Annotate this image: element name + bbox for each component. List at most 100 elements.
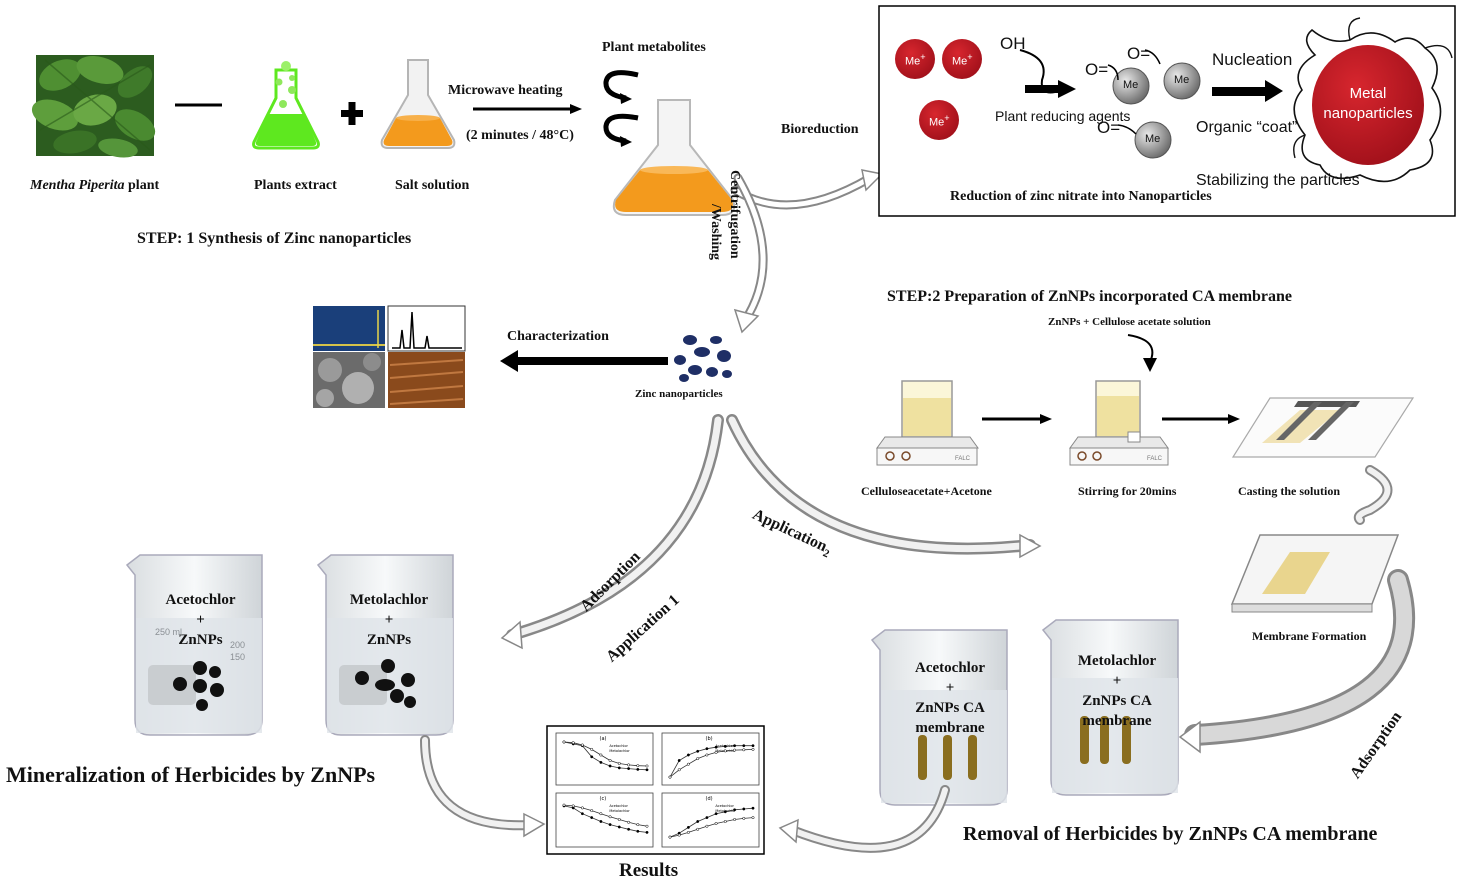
- result-series-point: [696, 820, 700, 823]
- plant-label: Mentha Piperita plant: [30, 178, 159, 194]
- result-series-point: [677, 833, 681, 837]
- result-series-point: [627, 763, 631, 767]
- result-series-point: [714, 750, 718, 754]
- result-series-point: [580, 806, 584, 810]
- result-series-line: [669, 745, 753, 778]
- result-series-point: [714, 822, 718, 825]
- beaker-1-label: Acetochlor+ZnNPs: [165, 592, 236, 648]
- result-series-point: [627, 767, 631, 771]
- reducing-agents-label: Plant reducing agents: [995, 108, 1131, 124]
- result-series-point: [733, 744, 737, 748]
- me-label-1: Me: [1123, 79, 1139, 91]
- result-series-line: [563, 804, 648, 827]
- result-series-point: [677, 759, 681, 762]
- result-series-point: [742, 744, 746, 748]
- metal-nanoparticle: [1293, 17, 1453, 183]
- reduction-caption: Reduction of zinc nitrate into Nanoparti…: [950, 189, 1212, 204]
- result-series-point: [742, 816, 746, 820]
- result-series-point: [696, 749, 700, 753]
- reduced-metal-spheres: [1107, 49, 1201, 159]
- result-series-point: [608, 815, 612, 819]
- result-series-point: [590, 747, 594, 751]
- result-series-point: [714, 745, 718, 749]
- arrow-application-1: [506, 414, 724, 641]
- result-series-point: [645, 764, 649, 768]
- result-series-point: [705, 824, 709, 828]
- oxo-label-1: O=: [1085, 60, 1109, 79]
- washing-label: /Washing: [708, 204, 723, 261]
- microwave-conditions: (2 minutes / 48°C): [466, 128, 574, 143]
- metabolite-curl-arrows: [603, 70, 639, 147]
- result-series-point: [608, 823, 612, 827]
- mentha-plant-image: [31, 55, 156, 158]
- result-series-point: [668, 835, 672, 839]
- result-series-point: [723, 810, 727, 814]
- characterization-label: Characterization: [507, 329, 609, 344]
- result-series-point: [723, 820, 727, 823]
- centrifugation-label: Centrifugation: [727, 170, 742, 259]
- me-label-3: Me: [1145, 133, 1161, 145]
- volume-mark-3: 150: [230, 652, 246, 662]
- extract-label: Plants extract: [254, 178, 337, 193]
- result-series-point: [696, 827, 700, 831]
- bioreduction-label: Bioreduction: [781, 122, 859, 137]
- ion-label-1: Me+: [905, 52, 926, 68]
- result-series-point: [617, 766, 621, 770]
- results-caption: Results: [619, 860, 679, 881]
- step1-title: STEP: 1 Synthesis of Zinc nanoparticles: [137, 230, 412, 247]
- result-series-point: [645, 830, 649, 834]
- beaker-acetochlor-znnps: [125, 554, 263, 736]
- result-panel-frame: [555, 732, 654, 786]
- result-series-point: [608, 759, 612, 762]
- result-panel-frame: [661, 792, 760, 848]
- stirrer-brand-2: FALC: [1147, 456, 1163, 462]
- result-series-point: [599, 812, 603, 816]
- plant-name-suffix: plant: [124, 178, 160, 193]
- reaction-flask: [612, 99, 736, 216]
- solution-label: ZnNPs + Cellulose acetate solution: [1048, 316, 1211, 328]
- membrane-strips: [918, 716, 1131, 780]
- salt-solution-flask: [380, 59, 456, 149]
- result-series-point: [636, 767, 640, 771]
- result-series-point: [686, 825, 690, 829]
- result-series-point: [742, 807, 746, 811]
- result-panel-tag: (a): [600, 736, 607, 742]
- zinc-nanoparticle-cluster: [674, 335, 732, 382]
- stirrer-2: [1069, 380, 1169, 466]
- result-series-line: [563, 805, 648, 833]
- result-series-point: [599, 753, 603, 757]
- plant-name-italic: Mentha Piperita: [30, 178, 125, 193]
- result-series-point: [742, 748, 746, 752]
- result-legend-1: Acetochlor: [609, 744, 628, 748]
- result-series-point: [627, 827, 631, 831]
- result-series-point: [599, 820, 603, 823]
- solution-curl-arrow: [1127, 334, 1154, 363]
- result-series-point: [733, 818, 737, 821]
- nucleation-arrow: [1212, 87, 1267, 96]
- oh-label: OH: [1000, 34, 1026, 53]
- stirring-label: Stirring for 20mins: [1078, 484, 1177, 498]
- metal-ion-spheres: [895, 39, 982, 140]
- zinc-np-label: Zinc nanoparticles: [635, 388, 723, 400]
- result-legend-1: Acetochlor: [609, 804, 628, 808]
- result-series-point: [751, 816, 755, 820]
- step2-title: STEP:2 Preparation of ZnNPs incorporated…: [887, 288, 1293, 305]
- result-panel-tag: (d): [706, 796, 713, 802]
- me-label-2: Me: [1174, 74, 1190, 86]
- result-series-point: [723, 749, 727, 753]
- ion-label-3: Me+: [929, 113, 950, 129]
- result-series-point: [617, 818, 621, 821]
- result-panel-tag: (c): [600, 796, 607, 802]
- result-series-point: [686, 830, 690, 834]
- result-series-point: [751, 747, 755, 751]
- result-legend-2: Metolachlor: [609, 749, 630, 753]
- plus-icon: [341, 102, 363, 125]
- result-series-point: [677, 768, 681, 772]
- result-panel-frame: [661, 732, 760, 786]
- result-series-point: [751, 806, 755, 810]
- stirrer-brand-1: FALC: [955, 456, 971, 462]
- adsorbed-nanoparticles: [173, 659, 416, 711]
- ion-label-2: Me+: [952, 52, 973, 68]
- nucleation-label: Nucleation: [1212, 50, 1293, 69]
